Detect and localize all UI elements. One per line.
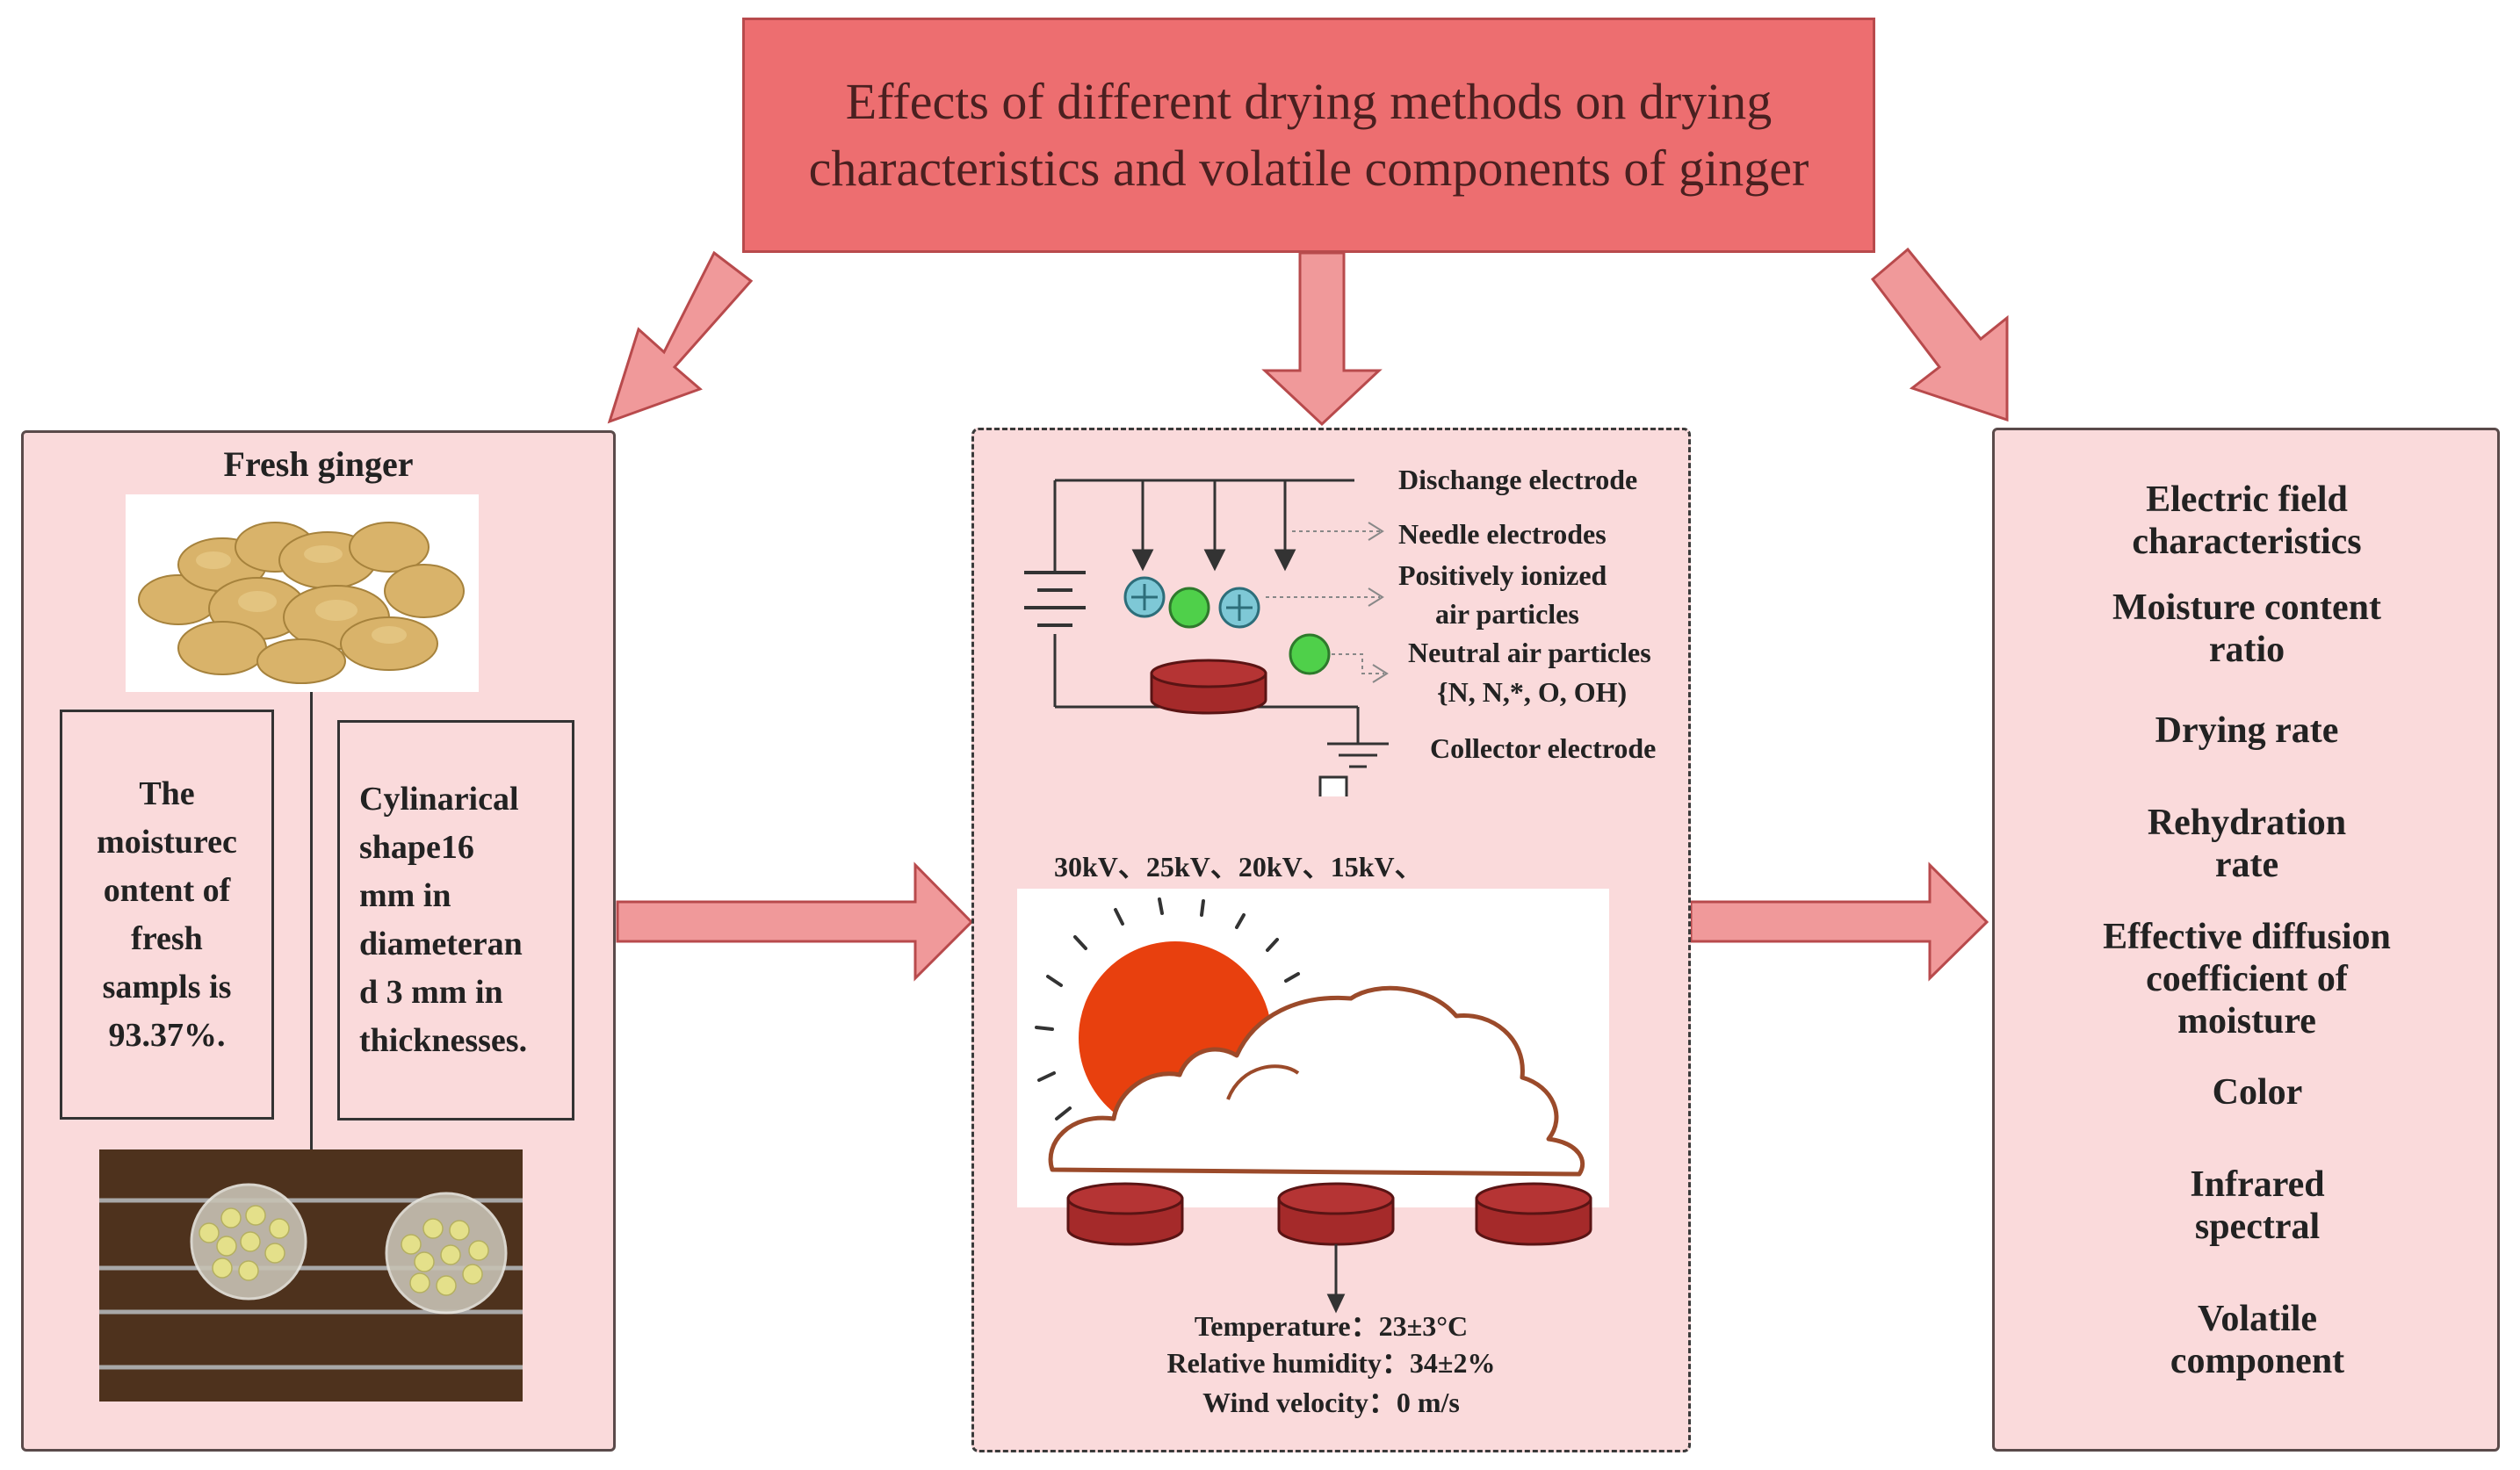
conditions-arrow bbox=[1326, 1244, 1346, 1314]
moisture-content-box: The moisturec ontent of fresh sampls is … bbox=[60, 710, 274, 1120]
arrow-to-left-panel bbox=[607, 250, 754, 424]
shape-line-5: d 3 mm in bbox=[359, 974, 503, 1011]
positive-ion-1 bbox=[1123, 576, 1166, 618]
sample-tray-photo bbox=[99, 1149, 523, 1402]
item-diffusion-line-2: coefficient of bbox=[2146, 959, 2348, 999]
needle-electrode-1 bbox=[1131, 549, 1154, 572]
sample-tray-illustration bbox=[99, 1149, 523, 1402]
arrow-left-to-middle bbox=[616, 861, 974, 982]
needle-electrodes-label: Needle electrodes bbox=[1398, 518, 1607, 550]
temperature-label: Temperature：23±3°C bbox=[1194, 1310, 1469, 1342]
needle-electrode-3 bbox=[1274, 549, 1296, 572]
neutral-particle-label-2: {N, N,*, O, OH) bbox=[1437, 676, 1628, 708]
battery-symbol bbox=[1024, 571, 1086, 627]
moisture-line-2: moisturec bbox=[97, 823, 237, 861]
title-line-2: characteristics and volatile components … bbox=[808, 140, 1809, 197]
item-rehydration-rate: Rehydration rate bbox=[2018, 802, 2475, 886]
needle-electrode-2 bbox=[1203, 549, 1226, 572]
ginger-illustration bbox=[138, 522, 465, 684]
item-moisture-ratio-line-2: ratio bbox=[2208, 630, 2285, 670]
item-volatile: Volatile component bbox=[2029, 1298, 2486, 1382]
sample-disc-3 bbox=[1475, 1182, 1592, 1246]
item-moisture-ratio: Moisture content ratio bbox=[2018, 587, 2475, 671]
item-volatile-line-2: component bbox=[2170, 1341, 2345, 1381]
shape-description-text: Cylinarical shape16 mm in diameteran d 3… bbox=[340, 775, 527, 1065]
shape-line-2: shape16 bbox=[359, 829, 474, 866]
shape-description-box: Cylinarical shape16 mm in diameteran d 3… bbox=[337, 720, 574, 1121]
moisture-line-5: sampls is bbox=[102, 968, 232, 1005]
shape-line-1: Cylinarical bbox=[359, 781, 519, 818]
positive-ion-label-2: air particles bbox=[1435, 598, 1579, 630]
petri-dish-left bbox=[190, 1183, 307, 1301]
neutral-particle-label-1: Neutral air particles bbox=[1408, 637, 1651, 668]
item-diffusion-line-1: Effective diffusion bbox=[2103, 917, 2391, 957]
item-electric-field: Electric field characteristics bbox=[2018, 479, 2475, 563]
diagram-title: Effects of different drying methods on d… bbox=[809, 68, 1809, 202]
ehd-schematic bbox=[1024, 479, 1389, 796]
moisture-line-1: The bbox=[139, 775, 195, 812]
left-divider-line bbox=[310, 692, 313, 1150]
ambient-conditions-illustration bbox=[1017, 889, 1609, 1207]
moisture-content-text: The moisturec ontent of fresh sampls is … bbox=[97, 770, 237, 1060]
item-infrared-line-1: Infrared bbox=[2190, 1164, 2325, 1205]
shape-line-4: diameteran bbox=[359, 926, 523, 962]
sample-discs bbox=[1066, 1182, 1592, 1314]
title-box: Effects of different drying methods on d… bbox=[742, 18, 1875, 253]
sample-disc-1 bbox=[1066, 1182, 1184, 1246]
collector-electrode-label: Collector electrode bbox=[1430, 732, 1657, 764]
positive-ion-label-1: Positively ionized bbox=[1398, 559, 1607, 591]
item-volatile-line-1: Volatile bbox=[2197, 1299, 2318, 1339]
item-color: Color bbox=[2029, 1071, 2486, 1113]
item-infrared-line-2: spectral bbox=[2194, 1207, 2321, 1247]
item-drying-rate: Drying rate bbox=[2018, 710, 2475, 752]
ginger-photo bbox=[126, 494, 479, 692]
sun-cloud-illustration bbox=[1035, 897, 1585, 1177]
petri-dish-right bbox=[385, 1192, 508, 1315]
item-rehydration-line-1: Rehydration bbox=[2147, 803, 2347, 843]
collector-disc bbox=[1150, 659, 1267, 715]
voltage-levels: 30kV、25kV、20kV、15kV、 bbox=[1054, 851, 1423, 883]
item-electric-field-line-1: Electric field bbox=[2146, 479, 2348, 520]
moisture-line-6: 93.37%. bbox=[108, 1016, 226, 1054]
item-moisture-ratio-line-1: Moisture content bbox=[2112, 587, 2381, 628]
item-color-line-1: Color bbox=[2212, 1072, 2303, 1113]
sun-rays bbox=[1035, 897, 1300, 1121]
moisture-line-3: ontent of bbox=[103, 871, 231, 909]
neutral-particle-1 bbox=[1168, 587, 1210, 629]
arrow-middle-to-right bbox=[1689, 861, 1989, 982]
moisture-line-4: fresh bbox=[131, 919, 203, 957]
cloud-icon bbox=[1048, 985, 1585, 1177]
humidity-label: Relative humidity：34±2% bbox=[1166, 1347, 1496, 1379]
title-line-1: Effects of different drying methods on d… bbox=[845, 73, 1773, 130]
hollow-down-arrow bbox=[1318, 775, 1348, 796]
sample-disc-2 bbox=[1277, 1182, 1395, 1246]
shape-line-3: mm in bbox=[359, 877, 451, 914]
discharge-electrode-label: Dischange electrode bbox=[1398, 464, 1638, 495]
item-diffusion-coefficient: Effective diffusion coefficient of moist… bbox=[2018, 916, 2475, 1042]
positive-ion-2 bbox=[1218, 587, 1260, 629]
item-diffusion-line-3: moisture bbox=[2177, 1001, 2316, 1041]
fresh-ginger-heading: Fresh ginger bbox=[223, 444, 414, 484]
wind-velocity-label: Wind velocity：0 m/s bbox=[1202, 1387, 1460, 1418]
arrow-to-right-panel bbox=[1870, 247, 2009, 422]
measurements-panel bbox=[1992, 428, 2500, 1452]
item-drying-rate-line-1: Drying rate bbox=[2155, 710, 2339, 751]
arrow-to-middle-panel bbox=[1261, 251, 1383, 427]
shape-line-6: thicknesses. bbox=[359, 1022, 528, 1059]
item-infrared: Infrared spectral bbox=[2029, 1164, 2486, 1248]
neutral-particle-2 bbox=[1289, 633, 1331, 675]
item-rehydration-line-2: rate bbox=[2214, 845, 2279, 885]
item-electric-field-line-2: characteristics bbox=[2132, 522, 2362, 562]
